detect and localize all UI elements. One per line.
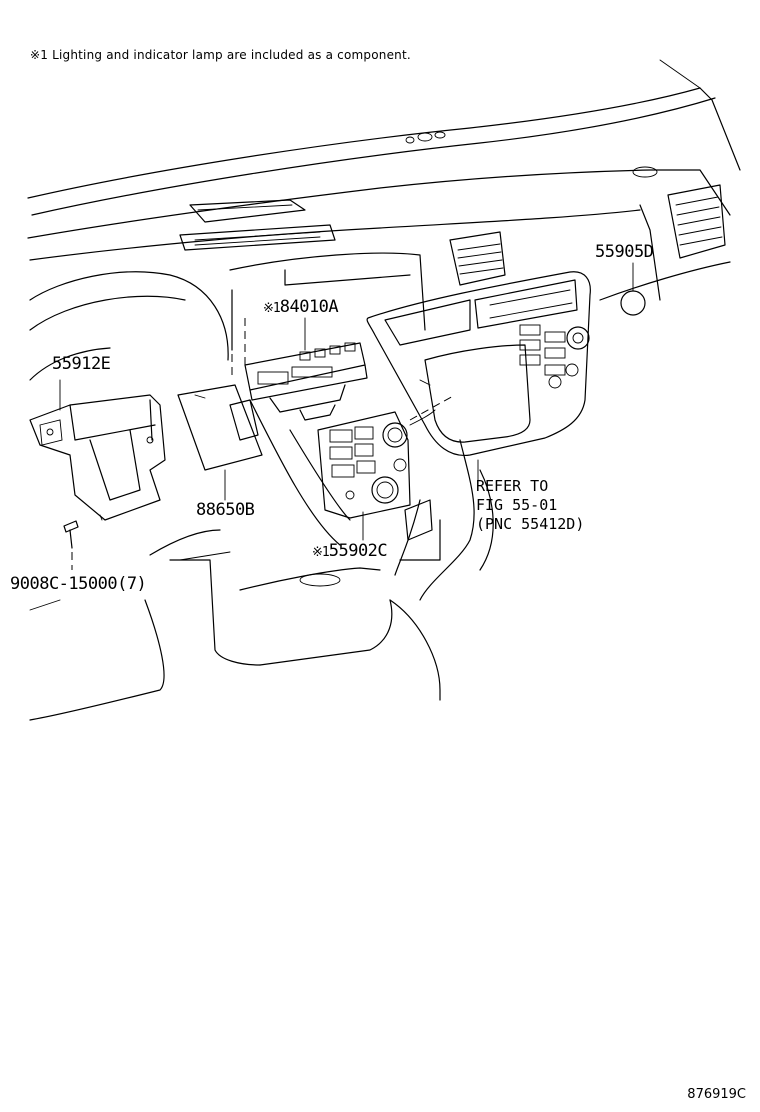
part-number-55912e: 55912E: [52, 354, 111, 374]
part-label-84010a: ※184010A: [263, 297, 339, 317]
bracket-55912e: [29, 394, 166, 521]
control-box-88650b: [177, 384, 263, 471]
cap-55905d: [620, 290, 646, 316]
part-number-55902c: 55902C: [328, 541, 388, 561]
leader-lines: [29, 262, 634, 611]
switch-panel-55902c: [317, 409, 436, 519]
part-label-88650b: 88650B: [196, 500, 255, 520]
part-number-84010a: 84010A: [279, 297, 339, 317]
part-label-55905d: 55905D: [595, 242, 654, 262]
screw-9008c: [63, 520, 79, 549]
part-number-9008c: 9008C-15000(7): [10, 574, 147, 594]
part-label-55912e: 55912E: [52, 354, 111, 374]
switch-unit-84010a: [244, 342, 368, 421]
reference-line-2: FIG 55-01: [476, 496, 558, 514]
part-number-88650b: 88650B: [196, 500, 255, 520]
part-number-55905d: 55905D: [595, 242, 654, 262]
reference-line-3: (PNC 55412D): [476, 515, 585, 533]
figure-code: 876919C: [687, 1087, 746, 1102]
part-label-9008c: 9008C-15000(7): [10, 574, 147, 594]
reference-line-1: REFER TO: [476, 477, 549, 495]
component-mark: ※1: [312, 545, 330, 560]
reference-note: REFER TO FIG 55-01 (PNC 55412D): [476, 477, 584, 534]
center-cluster-panel: [366, 271, 591, 456]
component-note: ※1 Lighting and indicator lamp are inclu…: [30, 48, 411, 62]
component-mark: ※1: [263, 301, 281, 316]
part-label-55902c: ※155902C: [312, 541, 388, 561]
dashboard-outline: [27, 59, 741, 721]
